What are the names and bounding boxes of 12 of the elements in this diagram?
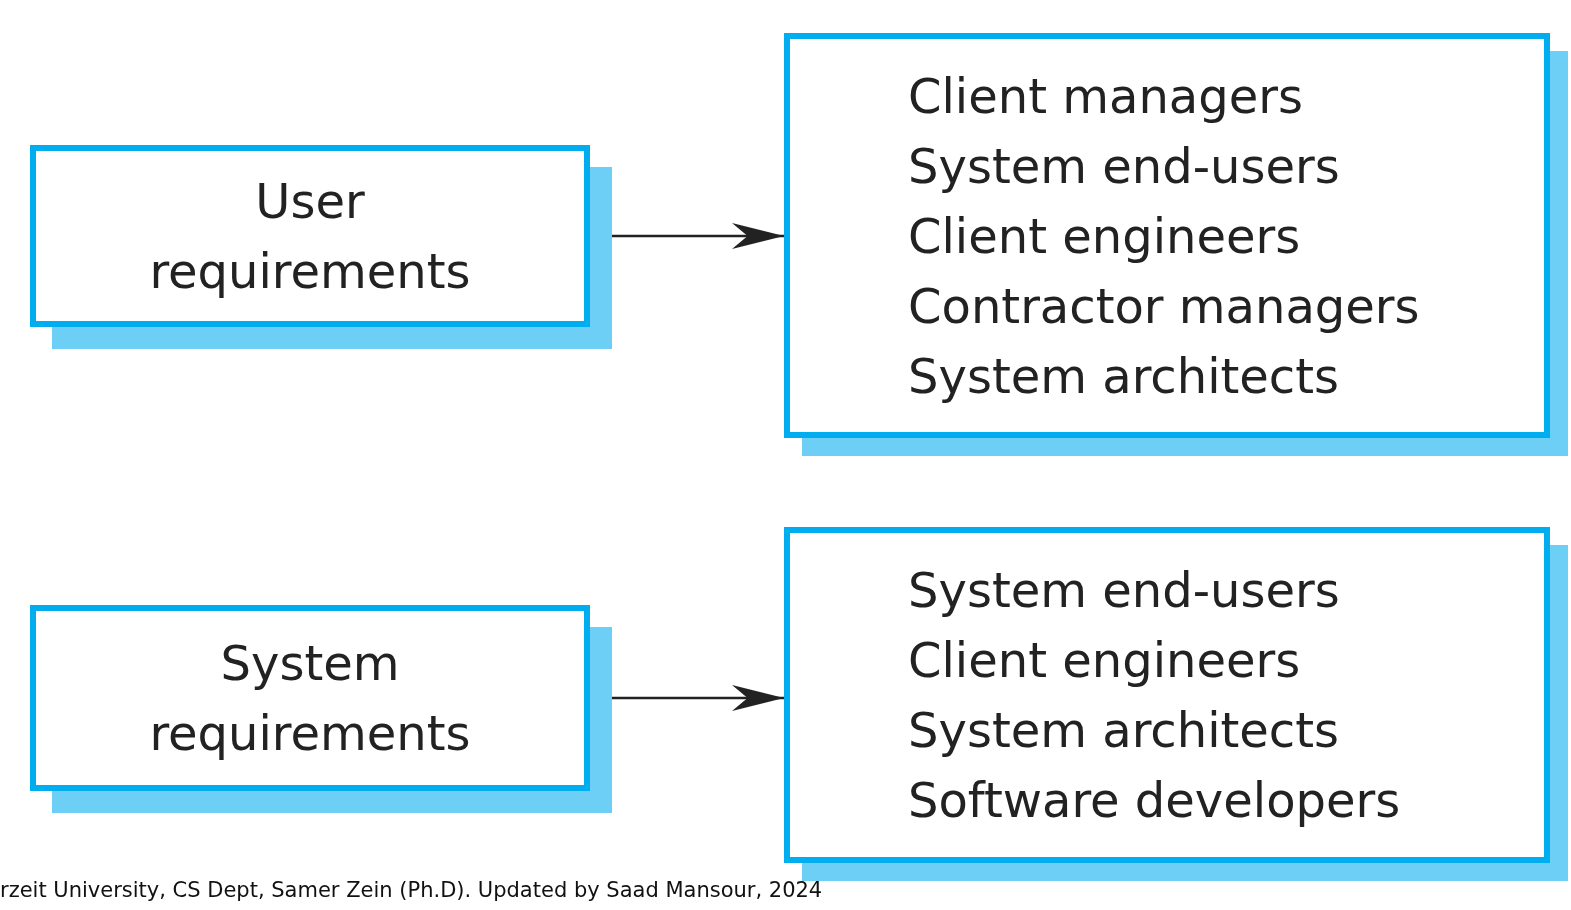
stakeholder-text: Client managers — [908, 66, 1304, 126]
stakeholder-text: System architects — [908, 346, 1341, 406]
box-title: System requirements — [148, 634, 472, 763]
stakeholder-text: System end-users — [908, 136, 1341, 196]
stakeholder-text: System end-users — [908, 561, 1341, 620]
stakeholder-text: Client engineers — [908, 631, 1302, 690]
stakeholder-text: System architects — [908, 701, 1341, 760]
stakeholder-text: Client engineers — [908, 206, 1302, 266]
stakeholder-text: Contractor managers — [908, 276, 1421, 336]
box-title: User requirements — [148, 172, 472, 301]
footer-note: rzeit University, CS Dept, Samer Zein (Ph.D). Updated by Saad Mansour, 2024 — [0, 878, 823, 902]
stakeholder-text: Software developers — [908, 771, 1402, 830]
